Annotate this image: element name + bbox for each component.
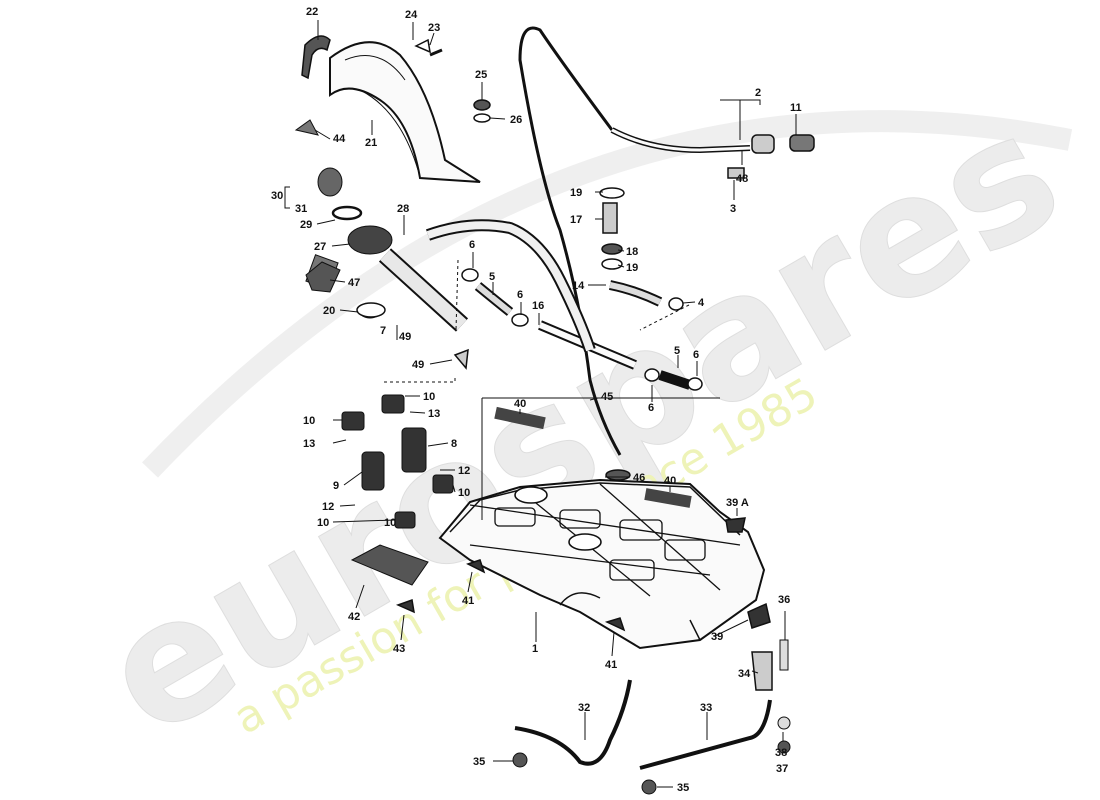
- callout-18: 18: [626, 246, 638, 258]
- callout-28: 28: [397, 203, 409, 215]
- callout-4: 4: [698, 297, 705, 309]
- pad-40a: [494, 406, 546, 430]
- callout-8: 8: [451, 438, 457, 450]
- callout-10a: 10: [303, 415, 315, 427]
- callout-27: 27: [314, 241, 326, 253]
- fuel-tank: [438, 478, 766, 650]
- neck-seal: [301, 35, 331, 80]
- callout-13a: 13: [303, 438, 315, 450]
- callout-11: 11: [790, 102, 802, 114]
- callout-40b: 40: [664, 475, 676, 487]
- callout-6a: 6: [469, 239, 475, 251]
- callout-20: 20: [323, 305, 335, 317]
- callout-16: 16: [532, 300, 544, 312]
- callout-44: 44: [333, 133, 346, 145]
- callout-30: 30: [271, 190, 283, 202]
- callout-23: 23: [428, 22, 440, 34]
- callout-19a: 19: [570, 187, 582, 199]
- callout-10c: 10: [423, 391, 435, 403]
- callout-49a: 49: [399, 331, 411, 343]
- tank-strap-33: [639, 699, 772, 770]
- callout-12a: 12: [322, 501, 334, 513]
- callout-labels: 22 24 23 25 26 44 21 30 31 29 28 27 6 47…: [271, 6, 802, 794]
- callout-31: 31: [295, 203, 307, 215]
- nut-35b: [641, 779, 657, 795]
- callout-41b: 41: [605, 659, 617, 671]
- callout-14: 14: [572, 280, 585, 292]
- callout-10b: 10: [317, 517, 329, 529]
- watermark: eurospares a passion for parts since 198…: [72, 73, 1091, 775]
- washer-38: [777, 716, 791, 730]
- callout-19b: 19: [626, 262, 638, 274]
- callout-2: 2: [755, 87, 761, 99]
- callout-21: 21: [365, 137, 377, 149]
- nut-37: [777, 740, 791, 754]
- callout-6d: 6: [648, 402, 654, 414]
- callout-5a: 5: [489, 271, 495, 283]
- callout-32: 32: [578, 702, 590, 714]
- callout-35b: 35: [677, 782, 689, 794]
- callout-40a: 40: [514, 398, 526, 410]
- callout-46: 46: [633, 472, 645, 484]
- callout-10d: 10: [458, 487, 470, 499]
- callout-29: 29: [300, 219, 312, 231]
- bolt-36: [779, 639, 789, 671]
- breather-hose: [518, 26, 622, 456]
- callout-22: 22: [306, 6, 318, 18]
- callout-48: 48: [736, 173, 748, 185]
- callout-43: 43: [393, 643, 405, 655]
- callout-7: 7: [380, 325, 386, 337]
- callout-45: 45: [601, 391, 613, 403]
- callout-33: 33: [700, 702, 712, 714]
- callout-10e: 10: [384, 517, 396, 529]
- filler-pipe: [378, 248, 469, 332]
- hose-28: [425, 219, 596, 352]
- callout-39a: 39 A: [726, 497, 749, 509]
- callout-36: 36: [778, 594, 790, 606]
- bracket-34: [751, 651, 773, 691]
- tank-strap-32: [514, 679, 632, 766]
- callout-9: 9: [333, 480, 339, 492]
- callout-38: 38: [775, 747, 787, 759]
- callout-34: 34: [738, 668, 751, 680]
- small-parts: [356, 38, 815, 632]
- leader-lines: [284, 20, 797, 788]
- pad-42: [350, 544, 429, 586]
- callout-47: 47: [348, 277, 360, 289]
- callout-17: 17: [570, 214, 582, 226]
- callout-6c: 6: [693, 349, 699, 361]
- callout-35a: 35: [473, 756, 485, 768]
- callout-26: 26: [510, 114, 522, 126]
- nut-35a: [512, 752, 528, 768]
- pad-40b: [644, 488, 692, 508]
- callout-41a: 41: [462, 595, 474, 607]
- rubber-bellows: [341, 394, 454, 529]
- callout-12b: 12: [458, 465, 470, 477]
- callout-13b: 13: [428, 408, 440, 420]
- callout-24: 24: [405, 9, 418, 21]
- callout-3: 3: [730, 203, 736, 215]
- callout-37: 37: [776, 763, 788, 775]
- callout-25: 25: [475, 69, 487, 81]
- callout-39: 39: [711, 631, 723, 643]
- callout-6b: 6: [517, 289, 523, 301]
- filler-neck-hose: [329, 41, 481, 183]
- callout-49b: 49: [412, 359, 424, 371]
- callout-5b: 5: [674, 345, 680, 357]
- callout-42: 42: [348, 611, 360, 623]
- callout-1: 1: [532, 643, 538, 655]
